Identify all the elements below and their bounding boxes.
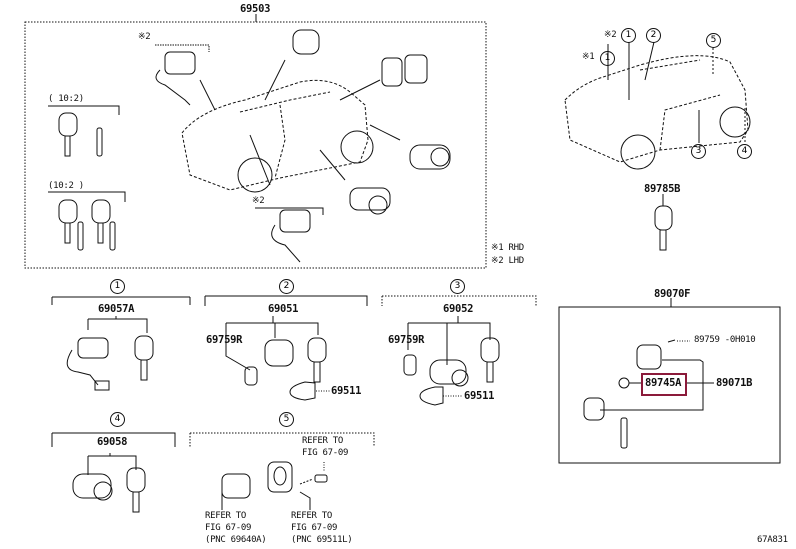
- part-number-69511[interactable]: 69511: [464, 390, 495, 402]
- screw-sketch: [315, 475, 327, 482]
- part-number-89745a[interactable]: 89745A: [645, 377, 682, 389]
- refer-note-line1: REFER TO: [302, 436, 343, 446]
- highlight-box: [641, 373, 687, 396]
- lock-bracket-sketch: [222, 474, 250, 498]
- part-number-69503[interactable]: 69503: [240, 3, 271, 15]
- key-icon: [135, 336, 153, 380]
- car-sketch: [182, 80, 368, 190]
- callout-mark: ※1: [582, 52, 595, 62]
- group-2-marker: 2: [279, 279, 294, 294]
- bracket-sketch: [382, 55, 427, 86]
- key-icon: [59, 113, 102, 156]
- group-4-marker: 4: [110, 412, 125, 427]
- part-number-89070f[interactable]: 89070F: [654, 288, 691, 300]
- part-number-89759-0h010[interactable]: 89759 -0H010: [694, 335, 756, 345]
- retainer-sketch: [290, 382, 315, 400]
- part-number-69759r[interactable]: 69759R: [206, 334, 243, 346]
- location-car-sketch: [565, 56, 748, 162]
- key-icon: [127, 468, 145, 512]
- lock-cylinder-sketch: [293, 30, 319, 54]
- ignition-switch-sketch: [156, 52, 195, 105]
- part-number-69057a[interactable]: 69057A: [98, 303, 135, 315]
- lock-cylinder-sketch: [265, 340, 293, 366]
- wheel-rear: [341, 131, 373, 163]
- part-number-89785b[interactable]: 89785B: [644, 183, 681, 195]
- wheel-front: [238, 158, 272, 192]
- battery-icon: [619, 378, 629, 388]
- wheel-rear: [720, 107, 750, 137]
- part-number-69511[interactable]: 69511: [331, 385, 362, 397]
- callout-2[interactable]: 2: [646, 28, 661, 43]
- refer-note-pnc: (PNC 69511L): [291, 535, 353, 545]
- lock-cylinder-sketch: [430, 360, 468, 386]
- key-icon: [308, 338, 326, 382]
- refer-note-link[interactable]: FIG 67-09: [291, 523, 338, 533]
- callout-mark: ※2: [604, 30, 617, 40]
- key-group-note: ( 10:2): [48, 94, 84, 104]
- lhd-mark: ※2: [138, 32, 151, 42]
- bracket-keys-b: [48, 192, 125, 202]
- ignition-switch-sketch: [272, 210, 310, 262]
- legend-rhd: ※1 RHD: [491, 243, 524, 253]
- part-number-69759r[interactable]: 69759R: [388, 334, 425, 346]
- cylinder-sketch: [410, 145, 450, 169]
- clip-sketch: [245, 367, 257, 385]
- key-group-note: (10:2 ): [48, 181, 84, 191]
- lhd-mark: ※2: [252, 196, 265, 206]
- refer-note-pnc: (PNC 69640A): [205, 535, 267, 545]
- bracket-keys-a: [48, 106, 119, 115]
- clip-sketch: [404, 355, 416, 375]
- lock-cylinder-sketch: [73, 474, 112, 500]
- callout-5[interactable]: 5: [706, 33, 721, 48]
- key-icon: [481, 338, 499, 382]
- part-number-69051[interactable]: 69051: [268, 303, 299, 315]
- key-icon: [59, 200, 115, 250]
- part-number-89071b[interactable]: 89071B: [716, 377, 753, 389]
- group-1-marker: 1: [110, 279, 125, 294]
- retainer-sketch: [420, 387, 443, 405]
- transmitter-box: [559, 307, 780, 463]
- wheel-front: [621, 135, 655, 169]
- key-icon: [655, 206, 672, 250]
- refer-note-line1: REFER TO: [291, 511, 332, 521]
- bracket-sketch: [268, 462, 292, 492]
- part-number-69058[interactable]: 69058: [97, 436, 128, 448]
- callout-1-rhd[interactable]: 1: [600, 51, 615, 66]
- refer-note-line1: REFER TO: [205, 511, 246, 521]
- figure-id: 67A831: [757, 535, 788, 545]
- ignition-switch-sketch: [67, 338, 109, 390]
- group-5-marker: 5: [279, 412, 294, 427]
- callout-1-lhd[interactable]: 1: [621, 28, 636, 43]
- callout-3[interactable]: 3: [691, 144, 706, 159]
- transmitter-cover-sketch: [637, 345, 661, 369]
- legend-lhd: ※2 LHD: [491, 256, 524, 266]
- refer-note-link[interactable]: FIG 67-09: [302, 448, 349, 458]
- group-3-marker: 3: [450, 279, 465, 294]
- callout-4[interactable]: 4: [737, 144, 752, 159]
- refer-note-link[interactable]: FIG 67-09: [205, 523, 252, 533]
- transmitter-case-sketch: [584, 398, 604, 420]
- key-blade-sketch: [621, 418, 627, 448]
- assembly-box: [25, 22, 486, 268]
- part-number-69052[interactable]: 69052: [443, 303, 474, 315]
- door-lock-sketch: [350, 188, 390, 214]
